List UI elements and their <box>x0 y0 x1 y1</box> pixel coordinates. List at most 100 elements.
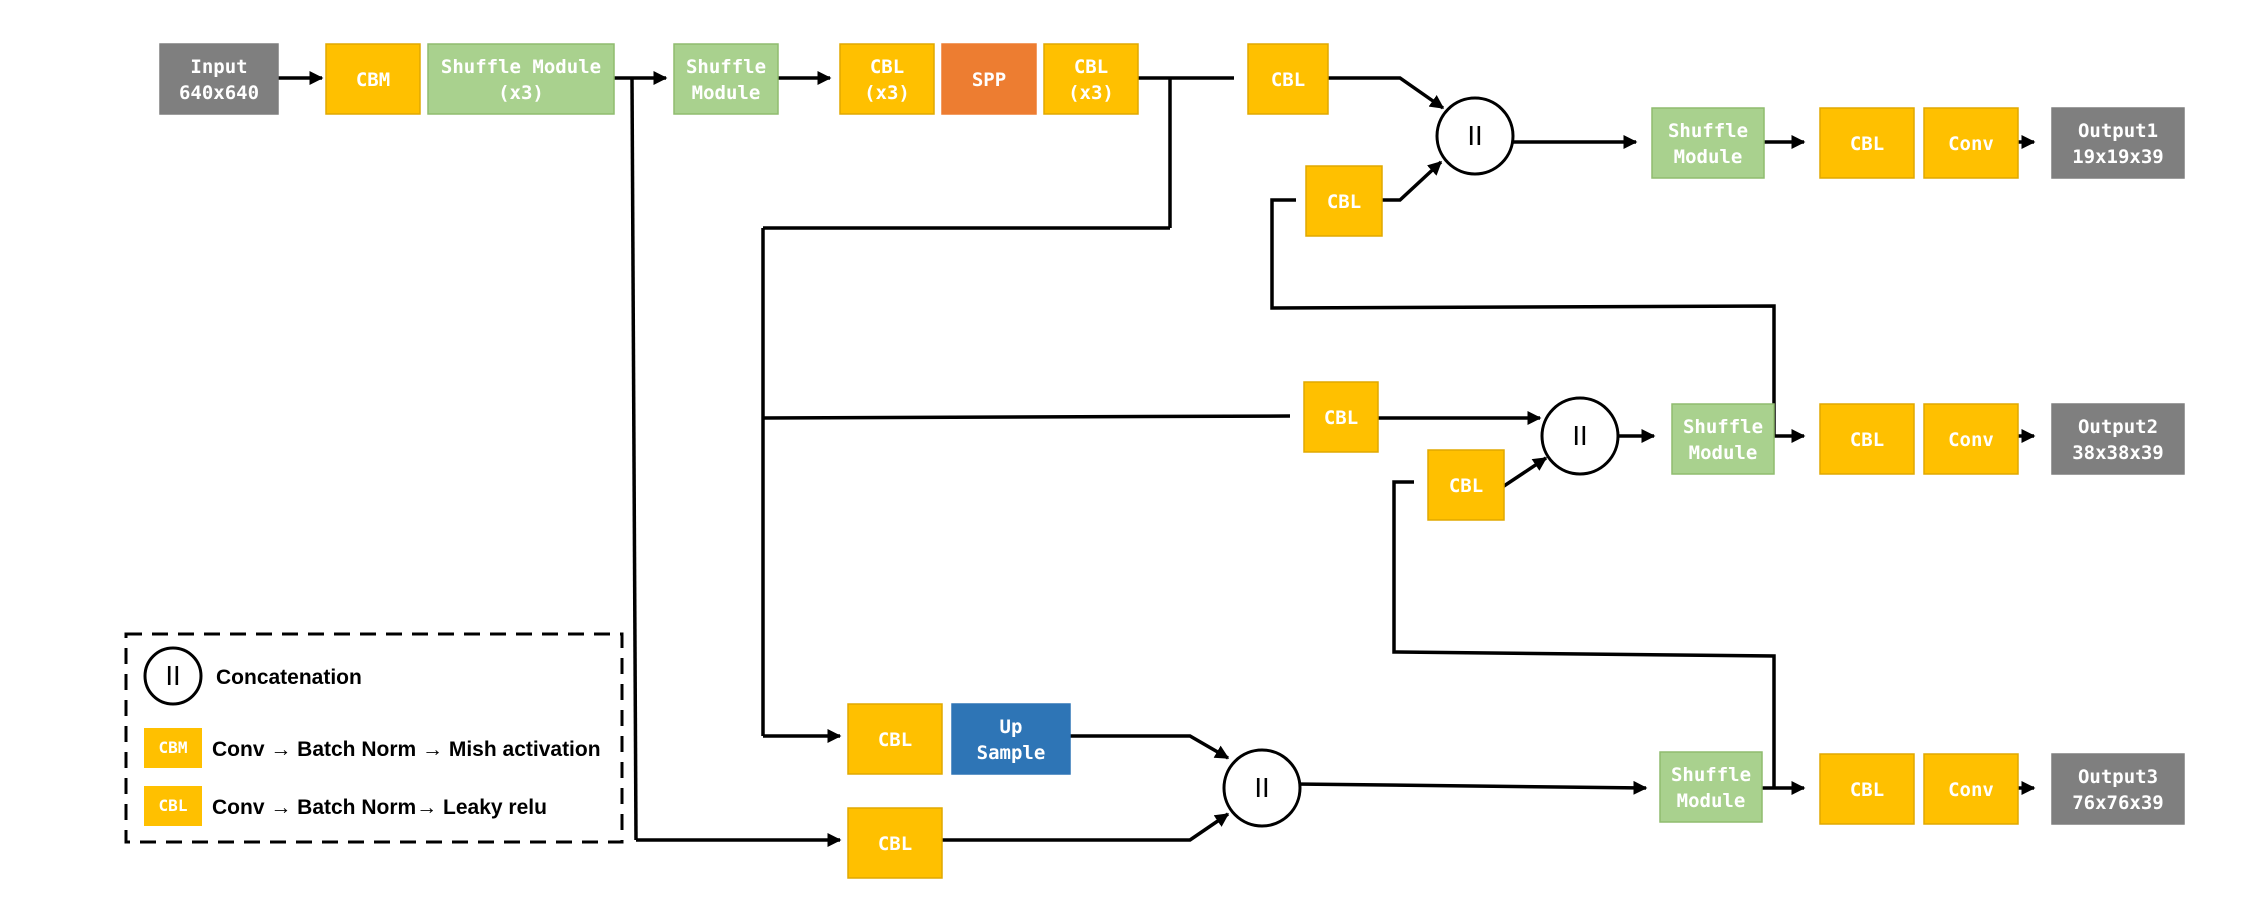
node-conv-out3: Conv <box>1923 753 2019 825</box>
node-shuffle-x3: Shuffle Module (x3) <box>427 43 615 115</box>
node-label: CBL <box>1324 407 1358 429</box>
node-box <box>2051 753 2185 825</box>
node-label: Shuffle Module <box>441 56 601 78</box>
node-output2: Output2 38x38x39 <box>2051 403 2185 475</box>
node-box <box>1659 751 1763 823</box>
node-label: Module <box>1677 790 1746 812</box>
node-label: CBL <box>1327 191 1361 213</box>
concat-symbol: II <box>1467 122 1482 152</box>
node-label: (x3) <box>864 82 910 104</box>
node-label: CBL <box>1850 133 1884 155</box>
node-box <box>941 43 1037 115</box>
node-label: 76x76x39 <box>2072 792 2164 814</box>
node-cbl-bot-b: CBL <box>847 807 943 879</box>
node-label: CBL <box>1271 69 1305 91</box>
node-label: CBL <box>1850 779 1884 801</box>
legend-concat-label: Concatenation <box>216 666 362 689</box>
node-label: (x3) <box>498 82 544 104</box>
node-box <box>1043 43 1139 115</box>
node-cbl-x3-b: CBL(x3) <box>1043 43 1139 115</box>
concat-circle <box>1435 96 1515 176</box>
node-label: Output1 <box>2078 120 2158 142</box>
node-label: Up <box>1000 716 1023 738</box>
node-box <box>1923 753 2019 825</box>
node-cbl-out1: CBL <box>1819 107 1915 179</box>
connection-lines <box>278 71 2036 847</box>
node-box <box>1819 107 1915 179</box>
node-box <box>325 43 421 115</box>
concat-nodes: II II II <box>1222 96 1620 828</box>
node-cbl-top-b: CBL <box>1305 165 1383 237</box>
node-cbl-bot: CBL <box>847 703 943 775</box>
node-label: Module <box>692 82 761 104</box>
node-conv-out1: Conv <box>1923 107 2019 179</box>
node-box <box>673 43 779 115</box>
node-label: Conv <box>1948 133 1994 155</box>
node-label: Shuffle <box>1668 120 1748 142</box>
concat-mid: II <box>1540 396 1620 476</box>
node-box <box>847 807 943 879</box>
node-box <box>1303 381 1379 453</box>
node-input: Input 640x640 <box>159 43 279 115</box>
node-label: CBL <box>878 833 912 855</box>
legend-cbl-label: CBL <box>159 796 188 815</box>
node-box <box>427 43 615 115</box>
node-label: Sample <box>977 742 1046 764</box>
concat-symbol: II <box>1572 422 1587 452</box>
node-spp: SPP <box>941 43 1037 115</box>
node-cbl-mid: CBL <box>1303 381 1379 453</box>
node-box <box>1923 403 2019 475</box>
concat-bottom: II <box>1222 748 1302 828</box>
node-label: CBL <box>878 729 912 751</box>
node-label: Module <box>1689 442 1758 464</box>
legend-cbm-desc: Conv → Batch Norm → Mish activation <box>212 738 601 761</box>
concat-top: II <box>1435 96 1515 176</box>
node-cbl-out2: CBL <box>1819 403 1915 475</box>
legend-cbl-swatch <box>144 786 202 826</box>
legend-cbl-desc: Conv → Batch Norm→ Leaky relu <box>212 796 547 819</box>
node-box <box>2051 107 2185 179</box>
concat-symbol: II <box>1254 774 1269 804</box>
node-cbl-mid-b: CBL <box>1427 449 1505 521</box>
node-cbl-top: CBL <box>1247 43 1329 115</box>
node-label: Conv <box>1948 429 1994 451</box>
node-box <box>1923 107 2019 179</box>
legend-border <box>124 632 624 844</box>
node-label: 38x38x39 <box>2072 442 2164 464</box>
node-cbl-x3-a: CBL (x3) <box>839 43 935 115</box>
node-label: Conv <box>1948 779 1994 801</box>
legend-cbm-swatch <box>144 728 202 768</box>
node-label: CBL <box>1850 429 1884 451</box>
node-label: Shuffle <box>1671 764 1751 786</box>
node-label: CBL <box>1449 475 1483 497</box>
node-box <box>839 43 935 115</box>
node-label: 640x640 <box>179 82 259 104</box>
node-label: Module <box>1674 146 1743 168</box>
node-label: CBM <box>356 69 390 91</box>
node-label: Output2 <box>2078 416 2158 438</box>
node-box <box>2051 403 2185 475</box>
node-box <box>1671 403 1775 475</box>
legend-concat-symbol <box>143 646 203 706</box>
node-cbm: CBM <box>325 43 421 115</box>
node-label: Input <box>190 56 247 78</box>
node-box <box>847 703 943 775</box>
node-label: CBL <box>870 56 904 78</box>
node-cbl-out3: CBL <box>1819 753 1915 825</box>
node-label: Shuffle <box>686 56 766 78</box>
node-box <box>1819 753 1915 825</box>
legend-concat-symbol-text: II <box>165 662 180 692</box>
node-box <box>1819 403 1915 475</box>
node-box <box>1305 165 1383 237</box>
concat-circle <box>1540 396 1620 476</box>
node-label: SPP <box>972 69 1006 91</box>
node-label: Shuffle <box>1683 416 1763 438</box>
node-box <box>1427 449 1505 521</box>
